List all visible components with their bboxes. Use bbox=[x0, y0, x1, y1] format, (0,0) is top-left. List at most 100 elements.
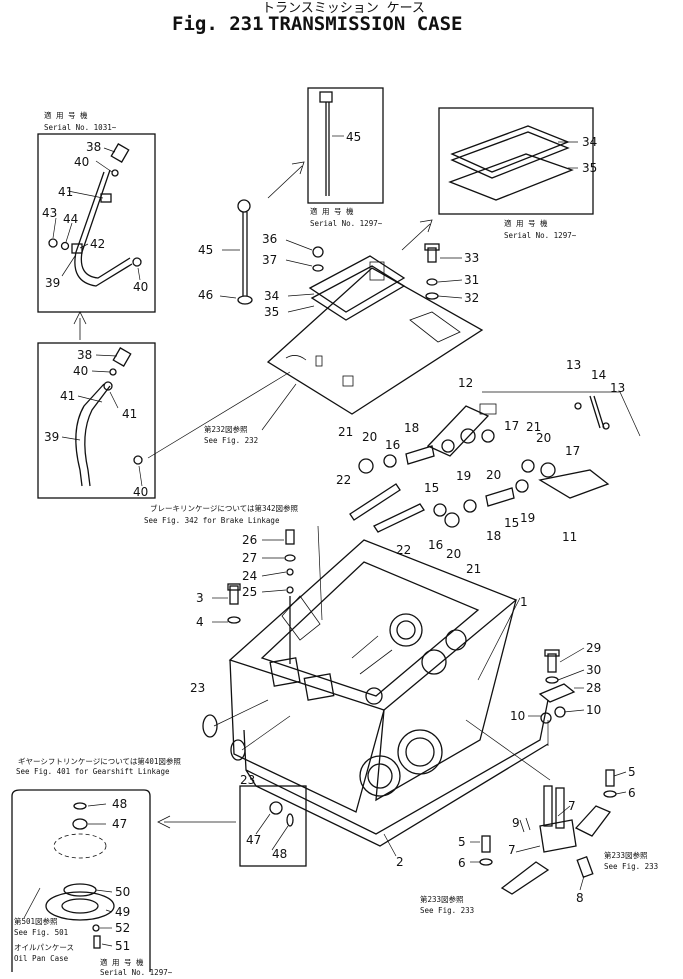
reference-fig233-jp: 第233図参照 bbox=[604, 850, 648, 860]
inset-serial-label: Serial No. 1297~ bbox=[100, 968, 173, 977]
bracket-28 bbox=[538, 683, 576, 703]
inset-drain-plug: 47 48 bbox=[239, 785, 307, 867]
part-label-4: 4 bbox=[196, 615, 204, 629]
inset-frame bbox=[37, 133, 156, 313]
cover-plate bbox=[450, 125, 570, 173]
reference-fig232-jp: 第232図参照 bbox=[204, 424, 248, 434]
part-label-21: 21 bbox=[338, 425, 353, 439]
part-label-48: 48 bbox=[272, 847, 287, 861]
reference-fig233: See Fig. 233 bbox=[420, 906, 474, 915]
part-label-45: 45 bbox=[346, 130, 361, 144]
part-label-1: 1 bbox=[520, 595, 528, 609]
title-japanese: トランスミッション ケース bbox=[262, 1, 425, 16]
inset-dipstick: 45 適 用 号 機 Serial No. 1297~ bbox=[307, 87, 384, 228]
part-label-27: 27 bbox=[242, 551, 257, 565]
part-label-48: 48 bbox=[112, 797, 127, 811]
inset-cover: 34 35 適 用 号 機 Serial No. 1297~ bbox=[438, 107, 597, 240]
part-label-12: 12 bbox=[458, 376, 473, 390]
inspection-cover bbox=[308, 255, 406, 313]
part-label-40: 40 bbox=[133, 280, 148, 294]
part-label-28: 28 bbox=[586, 681, 601, 695]
part-label-33: 33 bbox=[464, 251, 479, 265]
figure-number: Fig. 231 bbox=[172, 13, 264, 35]
part-label-34: 34 bbox=[264, 289, 279, 303]
part-label-22: 22 bbox=[336, 473, 351, 487]
part-label-42: 42 bbox=[90, 237, 105, 251]
part-label-21: 21 bbox=[526, 420, 541, 434]
part-label-17: 17 bbox=[504, 419, 519, 433]
part-label-49: 49 bbox=[115, 905, 130, 919]
inset-frame bbox=[11, 789, 151, 972]
part-label-13: 13 bbox=[610, 381, 625, 395]
part-label-30: 30 bbox=[586, 663, 601, 677]
rod-22 bbox=[349, 483, 401, 521]
part-label-39: 39 bbox=[45, 276, 60, 290]
part-label-51: 51 bbox=[115, 939, 130, 953]
oil-pan-ref: See Fig. 501 bbox=[14, 928, 68, 937]
part-label-9: 9 bbox=[512, 816, 520, 830]
part-label-15: 15 bbox=[504, 516, 519, 530]
part-label-19: 19 bbox=[520, 511, 535, 525]
part-label-40: 40 bbox=[73, 364, 88, 378]
inset-top-left: 適 用 号 機 Serial No. 1031~ 38 40 41 43 44 … bbox=[37, 110, 156, 313]
part-label-23: 23 bbox=[240, 773, 255, 787]
part-label-37: 37 bbox=[262, 253, 277, 267]
reference-fig233: See Fig. 233 bbox=[604, 862, 658, 871]
part-label-36: 36 bbox=[262, 232, 277, 246]
inset-serial-label: Serial No. 1297~ bbox=[504, 231, 577, 240]
part-label-18: 18 bbox=[404, 421, 419, 435]
dipstick-tube bbox=[75, 383, 105, 487]
transmission-case: 1 2 3 4 26 27 24 25 23 23 bbox=[190, 529, 601, 869]
part-label-52: 52 bbox=[115, 921, 130, 935]
oil-pan-name: Oil Pan Case bbox=[14, 954, 69, 963]
part-label-26: 26 bbox=[242, 533, 257, 547]
reference-gearshift-jp: ギヤーシフトリンケージについては第401図参照 bbox=[18, 756, 181, 766]
part-label-10: 10 bbox=[586, 703, 601, 717]
shift-valve-assembly: 7 7 9 5 6 5 6 8 第233図参照 See Fig. 233 第23… bbox=[420, 719, 658, 915]
part-label-10: 10 bbox=[510, 709, 525, 723]
part-label-8: 8 bbox=[576, 891, 584, 905]
gasket bbox=[448, 153, 574, 201]
part-label-15: 15 bbox=[424, 481, 439, 495]
part-label-20: 20 bbox=[446, 547, 461, 561]
arrow-diagonal-icon bbox=[267, 161, 305, 199]
part-label-18: 18 bbox=[486, 529, 501, 543]
part-label-20: 20 bbox=[536, 431, 551, 445]
part-label-21: 21 bbox=[466, 562, 481, 576]
part-label-16: 16 bbox=[428, 538, 443, 552]
part-label-43: 43 bbox=[42, 206, 57, 220]
part-label-40: 40 bbox=[133, 485, 148, 499]
part-label-50: 50 bbox=[115, 885, 130, 899]
part-label-45: 45 bbox=[198, 243, 213, 257]
part-label-44: 44 bbox=[63, 212, 78, 226]
part-label-11: 11 bbox=[562, 530, 577, 544]
inset-frame bbox=[307, 87, 384, 204]
part-label-35: 35 bbox=[582, 161, 597, 175]
part-label-5: 5 bbox=[628, 765, 636, 779]
part-label-35: 35 bbox=[264, 305, 279, 319]
reference-brake-jp: ブレーキリンケージについては第342図参照 bbox=[150, 503, 299, 513]
part-label-23: 23 bbox=[190, 681, 205, 695]
part-label-47: 47 bbox=[112, 817, 127, 831]
part-label-2: 2 bbox=[396, 855, 404, 869]
part-label-46: 46 bbox=[198, 288, 213, 302]
part-label-41: 41 bbox=[122, 407, 137, 421]
part-label-20: 20 bbox=[362, 430, 377, 444]
part-label-39: 39 bbox=[44, 430, 59, 444]
arrow-diagonal-icon bbox=[401, 219, 433, 251]
part-label-6: 6 bbox=[458, 856, 466, 870]
part-label-19: 19 bbox=[456, 469, 471, 483]
part-label-14: 14 bbox=[591, 368, 606, 382]
part-label-38: 38 bbox=[77, 348, 92, 362]
part-label-32: 32 bbox=[464, 291, 479, 305]
inset-applicable-label: 適 用 号 機 bbox=[100, 957, 144, 967]
inset-middle-left: 38 40 41 41 39 40 bbox=[37, 342, 156, 499]
inset-frame bbox=[37, 342, 156, 499]
inset-frame bbox=[438, 107, 594, 215]
part-label-29: 29 bbox=[586, 641, 601, 655]
reference-fig232: See Fig. 232 bbox=[204, 436, 258, 445]
part-label-34: 34 bbox=[582, 135, 597, 149]
linkage-outline bbox=[482, 391, 641, 437]
top-plate bbox=[266, 267, 484, 415]
